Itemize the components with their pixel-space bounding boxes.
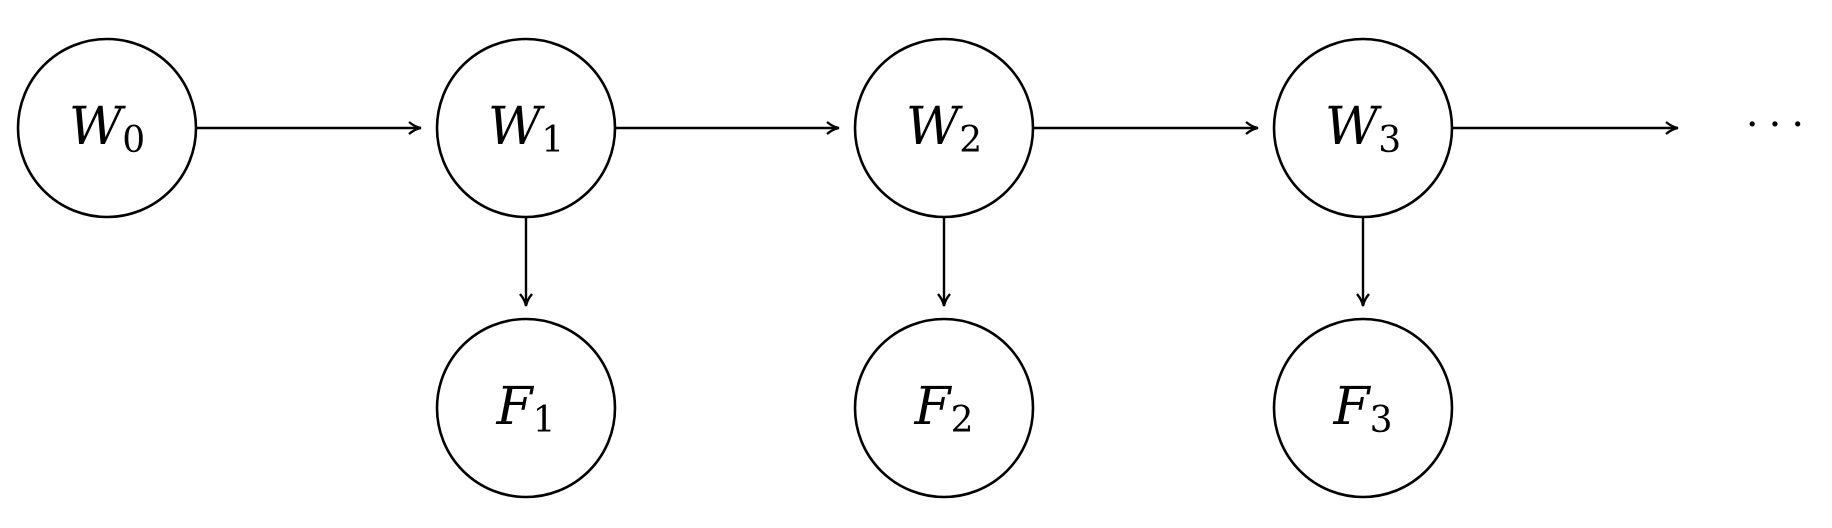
node-f3: F3 [1272,317,1454,499]
node-f2-circle [853,317,1035,499]
node-w1: W1 [435,37,617,219]
svg-text:F2: F2 [914,377,974,441]
svg-text:W0: W0 [69,97,145,161]
node-w0: W0 [16,37,198,219]
node-w2-letter: W [906,97,963,157]
continuation-ellipsis: ··· [1746,102,1814,148]
node-w3-letter: W [1325,97,1382,157]
node-f1-circle [435,317,617,499]
svg-text:F1: F1 [496,377,556,441]
node-f2: F2 [853,317,1035,499]
node-w2-circle [853,37,1035,219]
node-w2: W2 [853,37,1035,219]
node-w1-circle [435,37,617,219]
node-w3-circle [1272,37,1454,219]
node-f3-letter: F [1333,377,1372,437]
node-f1: F1 [435,317,617,499]
node-f3-circle [1272,317,1454,499]
node-f1-subscript: 1 [533,400,556,441]
node-w2-subscript: 2 [959,120,982,161]
node-w0-circle [16,37,198,219]
node-w0-subscript: 0 [122,120,145,161]
node-w3: W3 [1272,37,1454,219]
node-w3-subscript: 3 [1378,120,1401,161]
node-f3-subscript: 3 [1370,400,1393,441]
svg-text:W1: W1 [488,97,564,161]
node-f2-letter: F [914,377,953,437]
node-f1-letter: F [496,377,535,437]
node-w0-letter: W [69,97,126,157]
node-w1-letter: W [488,97,545,157]
svg-text:W3: W3 [1325,97,1401,161]
node-w1-subscript: 1 [541,120,564,161]
node-f2-subscript: 2 [951,400,974,441]
svg-text:W2: W2 [906,97,982,161]
svg-text:F3: F3 [1333,377,1393,441]
